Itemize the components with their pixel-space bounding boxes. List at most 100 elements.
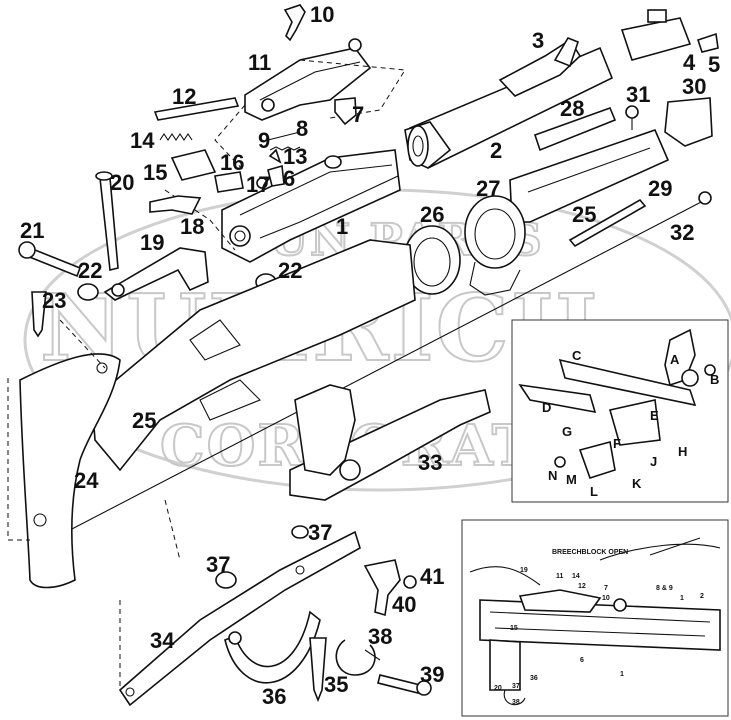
trigger-part-40 <box>363 559 401 617</box>
callout-14: 14 <box>130 128 155 153</box>
callout-12: 12 <box>172 84 196 109</box>
callout-F: F <box>613 436 621 451</box>
cam-part-15 <box>170 149 217 181</box>
guide-line <box>299 59 406 119</box>
inset-callout-1a: 1 <box>680 595 684 602</box>
inset-callout-8-9: 8 & 9 <box>656 585 673 592</box>
callout-8: 8 <box>296 116 308 141</box>
callout-D: D <box>542 400 551 415</box>
rear-sight-part-3 <box>498 37 582 97</box>
callout-24: 24 <box>74 468 99 493</box>
stock-part-25 <box>91 239 416 472</box>
callout-25b: 25 <box>572 202 596 227</box>
screw-part-6 <box>267 164 285 187</box>
callout-19: 19 <box>140 230 164 255</box>
callout-9: 9 <box>258 128 270 153</box>
callout-20: 20 <box>110 170 134 195</box>
breechblock-part-11 <box>244 38 372 121</box>
inset-callout-6: 6 <box>580 657 584 664</box>
screw-part-21 <box>18 241 82 278</box>
callout-E: E <box>650 408 659 423</box>
spring-part-14 <box>159 133 193 141</box>
screw-part-13 <box>268 148 282 164</box>
callout-C: C <box>572 348 582 363</box>
callout-1: 1 <box>336 214 348 239</box>
inset-callout-2: 2 <box>700 593 704 600</box>
callout-M: M <box>566 472 577 487</box>
inset-callout-19: 19 <box>520 567 528 574</box>
callout-33: 33 <box>418 450 442 475</box>
inset-labels: BREECHBLOCK OPEN 19 11 14 12 7 10 8 & 9 … <box>494 549 704 706</box>
screw-part-39 <box>377 674 432 696</box>
callouts: 1 2 3 4 5 6 7 8 9 10 11 12 13 14 15 16 1… <box>20 2 720 709</box>
lock-frame-part-33 <box>289 384 491 501</box>
callout-7: 7 <box>352 102 364 127</box>
band-part-27 <box>464 195 526 296</box>
screw-part-17 <box>256 177 268 189</box>
callout-27: 27 <box>476 176 500 201</box>
callout-A: A <box>670 352 680 367</box>
callout-18: 18 <box>180 214 204 239</box>
callout-31: 31 <box>626 82 650 107</box>
inset-callout-38: 38 <box>512 699 520 706</box>
callout-10: 10 <box>310 2 334 27</box>
inset-callout-37: 37 <box>512 683 520 690</box>
callout-38: 38 <box>368 624 392 649</box>
pins-part-8-9 <box>267 131 301 151</box>
buttplate-part-24 <box>19 353 121 589</box>
inset-breechblock-open <box>461 519 729 717</box>
callout-23: 23 <box>42 288 66 313</box>
inset-callout-10: 10 <box>602 595 610 602</box>
band-part-26 <box>403 225 461 295</box>
callout-22b: 22 <box>278 258 302 283</box>
inset-callout-1b: 1 <box>620 671 624 678</box>
cleaning-rod-part-32 <box>69 191 712 531</box>
receiver-part-1 <box>221 149 401 263</box>
link-part-16 <box>214 171 244 193</box>
callout-29: 29 <box>648 176 672 201</box>
callout-15: 15 <box>143 160 167 185</box>
callout-25a: 25 <box>132 408 156 433</box>
screw-part-20 <box>95 171 119 271</box>
guide-line <box>59 319 106 369</box>
spring-part-29 <box>568 198 647 248</box>
screw-part-5 <box>696 32 719 53</box>
callout-5: 5 <box>708 52 720 77</box>
inset-callout-14: 14 <box>572 573 580 580</box>
callout-34: 34 <box>150 628 175 653</box>
screw-part-23 <box>31 291 47 338</box>
inset-title: BREECHBLOCK OPEN <box>552 549 628 556</box>
inset-callout-11: 11 <box>556 573 564 580</box>
screw-part-35 <box>309 637 327 703</box>
trigger-plate-part-34 <box>118 530 361 707</box>
front-sight-part-4 <box>620 9 692 61</box>
callout-40: 40 <box>392 592 416 617</box>
forend-tip-part-30 <box>664 97 713 147</box>
screw-part-31 <box>625 105 639 130</box>
callout-3: 3 <box>532 28 544 53</box>
lock-callouts: A B C D E F G H J K L M N <box>542 348 719 499</box>
callout-11: 11 <box>248 50 271 75</box>
callout-13: 13 <box>283 144 307 169</box>
callout-L: L <box>590 484 598 499</box>
callout-17: 17 <box>246 172 270 197</box>
callout-N: N <box>548 468 557 483</box>
lock-detail-box <box>511 319 729 503</box>
trigger-guard-part-36 <box>224 610 321 684</box>
guide-line <box>7 378 30 541</box>
screw-part-41 <box>403 575 417 589</box>
firing-pin-part-12 <box>153 97 240 121</box>
inset-callout-20: 20 <box>494 685 502 692</box>
sling-swivel-part-38 <box>335 639 381 676</box>
pin-part-10 <box>283 4 306 42</box>
callout-32: 32 <box>670 220 694 245</box>
callout-J: J <box>650 454 657 469</box>
callout-K: K <box>632 476 642 491</box>
callout-37b: 37 <box>308 520 332 545</box>
callout-16: 16 <box>220 150 244 175</box>
callout-30: 30 <box>682 74 706 99</box>
band-part-28 <box>533 106 617 152</box>
callout-26: 26 <box>420 202 444 227</box>
callout-36: 36 <box>262 684 286 709</box>
